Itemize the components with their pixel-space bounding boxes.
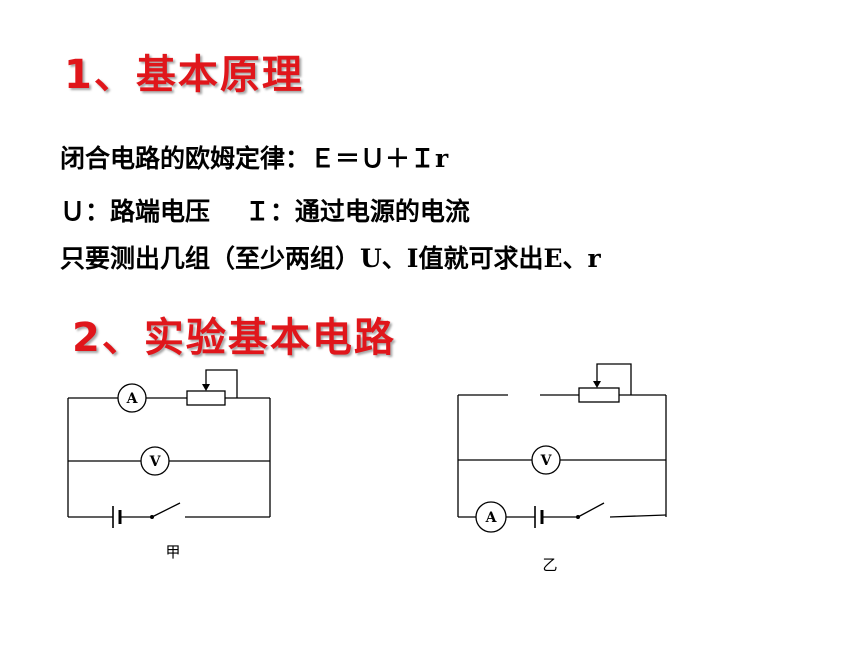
circuit-yi: [457, 363, 667, 533]
ammeter-jia: [117, 383, 147, 413]
switch-yi: [577, 502, 605, 518]
section-2-title: 2、实验基本电路: [72, 315, 396, 361]
ammeter-yi-label: A: [485, 510, 498, 526]
ammeter-yi: [475, 501, 507, 533]
voltmeter-yi: [531, 445, 561, 475]
voltmeter-jia: [140, 446, 170, 476]
definition-line: Ｕ：路端电压 Ｉ：通过电源的电流: [60, 197, 470, 226]
method-line: 只要测出几组（至少两组）U、I值就可求出E、r: [60, 244, 601, 273]
caption-yi: 乙: [542, 556, 557, 574]
switch-jia: [151, 502, 181, 518]
voltmeter-yi-label: V: [540, 453, 553, 469]
ohm-law-line: 闭合电路的欧姆定律：Ｅ＝Ｕ＋Ｉr: [60, 144, 449, 173]
caption-jia: 甲: [165, 543, 180, 561]
section-1-title: 1、基本原理: [64, 52, 304, 98]
rheostat-jia: [186, 390, 226, 406]
ammeter-jia-label: A: [126, 391, 139, 407]
voltmeter-jia-label: V: [149, 454, 162, 470]
rheostat-yi: [578, 387, 620, 403]
circuit-jia: [67, 369, 271, 528]
